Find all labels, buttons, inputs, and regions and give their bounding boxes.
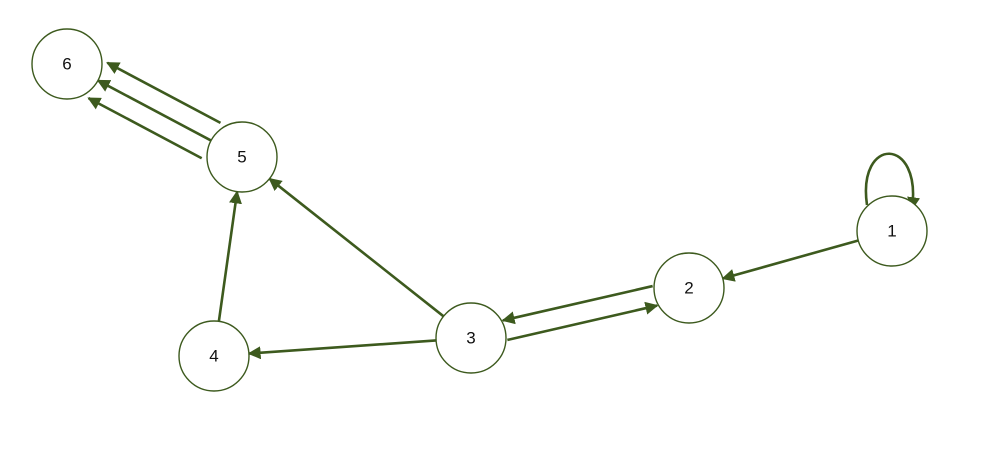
node-1-circle [856,195,928,267]
node-5-circle [206,121,278,193]
nodes-layer: 1 2 3 4 5 6 [31,28,928,392]
edges-layer [87,61,921,360]
node-4-circle [178,320,250,392]
node-2-circle [653,252,725,324]
node-6: 6 [31,28,103,100]
edge-1-to-2 [721,239,859,282]
edge-5-to-6 [87,96,203,160]
node-3-circle [435,302,507,374]
edge-3-to-2 [507,301,659,342]
node-3-label: 3 [466,329,475,348]
edge-3-to-5 [268,177,445,318]
edge-5-to-6 [96,79,212,142]
node-4: 4 [178,320,250,392]
node-1: 1 [856,195,928,267]
node-1-label: 1 [887,222,896,241]
node-6-circle [31,28,103,100]
node-6-label: 6 [62,55,71,74]
edge-5-to-6 [106,61,222,125]
edge-4-to-5 [217,190,242,322]
node-5: 5 [206,121,278,193]
edge-3-to-4 [247,339,437,360]
node-5-label: 5 [237,148,246,167]
node-3: 3 [435,302,507,374]
node-4-label: 4 [209,347,218,366]
node-2-label: 2 [684,279,693,298]
edge-2-to-3 [501,284,653,325]
node-2: 2 [653,252,725,324]
edge-1-to-1 [864,152,921,211]
